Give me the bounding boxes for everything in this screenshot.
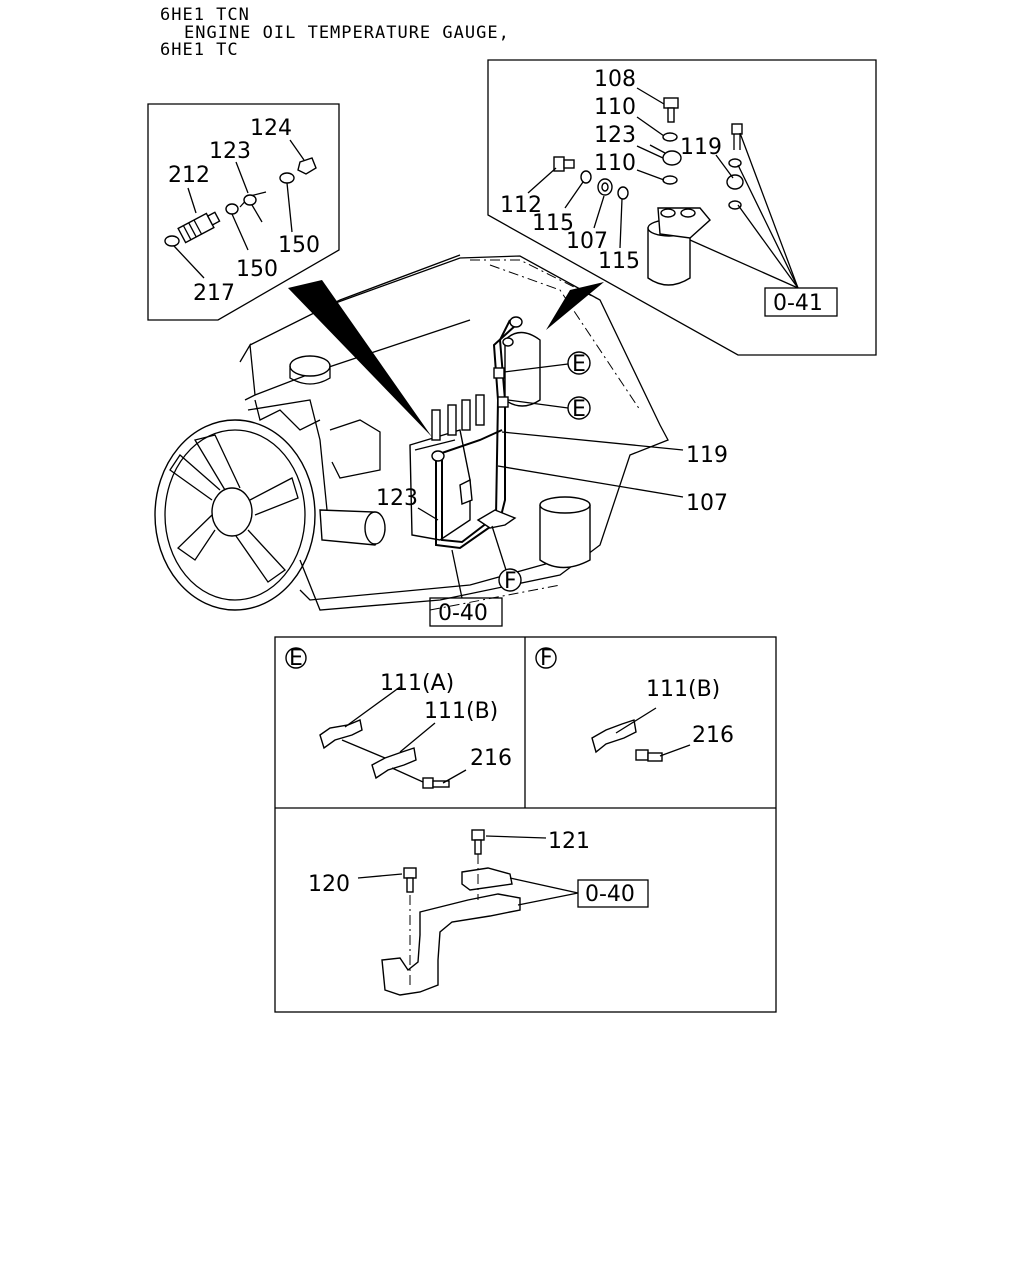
callout-216-e: 216 [470, 746, 512, 771]
callout-217: 217 [193, 281, 235, 306]
detail-marker-f [498, 568, 522, 592]
callout-123-engine: 123 [376, 486, 418, 511]
header-model-line-1: 6HE1 TCN [160, 5, 250, 25]
callout-124: 124 [250, 116, 292, 141]
callout-150-a: 150 [278, 233, 320, 258]
detail-marker-f-label: F [504, 569, 517, 594]
callout-110-b: 110 [594, 151, 636, 176]
panel-f-tag: F [540, 646, 553, 671]
pointer-wedge-left [288, 280, 432, 437]
filter-detail-box [487, 59, 877, 356]
callout-115-a: 115 [532, 211, 574, 236]
callout-150-b: 150 [236, 257, 278, 282]
header-model-line-2: 6HE1 TC [160, 40, 239, 60]
panel-e-tag: E [289, 646, 303, 671]
callout-110-a: 110 [594, 95, 636, 120]
callout-119-engine: 119 [686, 443, 728, 468]
pointer-wedge-right [546, 282, 604, 330]
callout-111b-f: 111(B) [646, 677, 720, 702]
bracket-panel [357, 829, 649, 996]
reference-0-41: 0-41 [773, 291, 823, 316]
callout-108: 108 [594, 67, 636, 92]
callout-212: 212 [168, 163, 210, 188]
reference-0-40-bracket: 0-40 [585, 882, 635, 907]
detail-marker-e-1-label: E [572, 352, 586, 377]
detail-marker-e-2-label: E [572, 397, 586, 422]
panel-e [285, 647, 467, 789]
callout-112: 112 [500, 193, 542, 218]
callout-123-filter: 123 [594, 123, 636, 148]
callout-121: 121 [548, 829, 590, 854]
reference-0-40-engine: 0-40 [438, 601, 488, 626]
detail-marker-e-1 [567, 351, 591, 375]
callout-119-filter: 119 [680, 135, 722, 160]
callout-107-filter: 107 [566, 229, 608, 254]
panel-f [535, 647, 691, 762]
sensor-detail-box [147, 103, 340, 321]
callout-120: 120 [308, 872, 350, 897]
callout-216-f: 216 [692, 723, 734, 748]
callout-111a: 111(A) [380, 671, 454, 696]
callout-107-engine: 107 [686, 491, 728, 516]
reference-0-40-box [429, 597, 503, 627]
header-title: ENGINE OIL TEMPERATURE GAUGE, [184, 23, 510, 43]
callout-115-b: 115 [598, 249, 640, 274]
callout-123-sensor: 123 [209, 139, 251, 164]
callout-111b-e: 111(B) [424, 699, 498, 724]
engine-illustration [154, 254, 669, 611]
